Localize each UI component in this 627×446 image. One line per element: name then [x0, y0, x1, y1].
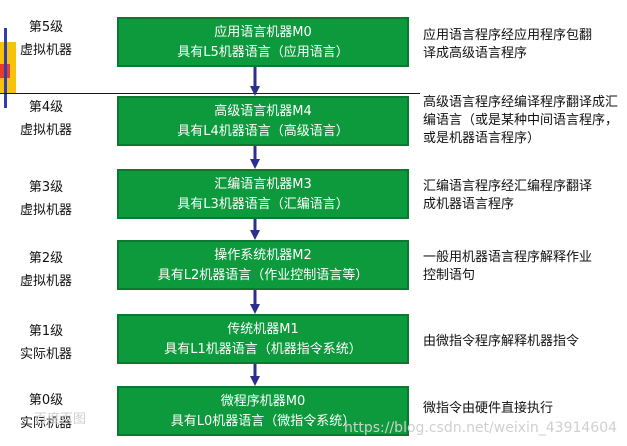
level-label-1: 第1级 实际机器 — [0, 320, 92, 366]
level-number: 第1级 — [28, 324, 64, 339]
machine-name: 高级语言机器M4 — [214, 104, 312, 119]
machine-language: 具有L2机器语言（作业控制语言等） — [157, 268, 369, 283]
machine-name: 传统机器M1 — [227, 322, 299, 337]
machine-language: 具有L5机器语言（应用语言） — [177, 45, 349, 60]
down-arrow-icon — [250, 290, 260, 314]
down-arrow-icon — [250, 67, 260, 96]
level-number: 第5级 — [28, 20, 64, 35]
machine-kind: 实际机器 — [19, 347, 72, 362]
machine-language: 具有L0机器语言（微指令系统） — [170, 414, 356, 429]
watermark-left: 百度百图 — [34, 412, 87, 427]
level-number: 第4级 — [28, 100, 64, 115]
machine-language: 具有L1机器语言（机器指令系统） — [164, 342, 362, 357]
level-description-1: 由微指令程序解释机器指令 — [423, 334, 580, 349]
machine-box-5: 应用语言机器M0 具有L5机器语言（应用语言） — [117, 17, 409, 67]
level-description-2: 一般用机器语言程序解释作业控制语句 — [423, 250, 593, 283]
machine-name: 应用语言机器M0 — [214, 25, 312, 40]
level-description-3: 汇编语言程序经汇编程序翻译成机器语言程序 — [423, 179, 593, 212]
machine-language: 具有L4机器语言（高级语言） — [177, 124, 349, 139]
down-arrow-icon — [250, 219, 260, 240]
machine-box-1: 传统机器M1 具有L1机器语言（机器指令系统） — [117, 314, 409, 364]
decor-blue-bar — [4, 28, 7, 108]
down-arrow-icon — [250, 364, 260, 386]
divider-line — [0, 93, 420, 94]
machine-kind: 虚拟机器 — [19, 43, 72, 58]
machine-box-0: 微程序机器M0 具有L0机器语言（微指令系统） — [117, 386, 409, 436]
machine-kind: 虚拟机器 — [19, 274, 72, 289]
machine-kind: 虚拟机器 — [19, 123, 72, 138]
level-description-4: 高级语言程序经编译程序翻译成汇编语言（或是某种中间语言程序，或是机器语言程序） — [423, 95, 619, 146]
machine-kind: 虚拟机器 — [19, 203, 72, 218]
level-number: 第3级 — [28, 180, 64, 195]
machine-language: 具有L3机器语言（汇编语言） — [177, 197, 349, 212]
machine-box-3: 汇编语言机器M3 具有L3机器语言（汇编语言） — [117, 169, 409, 219]
level-number: 第2级 — [28, 251, 64, 266]
watermark-url: https://blog.csdn.net/weixin_43914604 — [344, 420, 618, 436]
down-arrow-icon — [250, 146, 260, 169]
machine-name: 微程序机器M0 — [220, 394, 306, 409]
machine-box-2: 操作系统机器M2 具有L2机器语言（作业控制语言等） — [117, 240, 409, 290]
machine-name: 汇编语言机器M3 — [214, 177, 312, 192]
level-label-2: 第2级 虚拟机器 — [0, 247, 92, 293]
machine-box-4: 高级语言机器M4 具有L4机器语言（高级语言） — [117, 96, 409, 146]
level-label-3: 第3级 虚拟机器 — [0, 176, 92, 222]
level-description-0: 微指令由硬件直接执行 — [423, 401, 554, 416]
machine-name: 操作系统机器M2 — [214, 248, 312, 263]
level-label-4: 第4级 虚拟机器 — [0, 96, 92, 142]
machine-kind: 实际机器 — [19, 416, 72, 431]
level-number: 第0级 — [28, 393, 64, 408]
level-description-5: 应用语言程序经应用程序包翻译成高级语言程序 — [423, 28, 593, 61]
level-label-5: 第5级 虚拟机器 — [0, 16, 92, 62]
level-label-0: 第0级 实际机器 — [0, 389, 92, 435]
